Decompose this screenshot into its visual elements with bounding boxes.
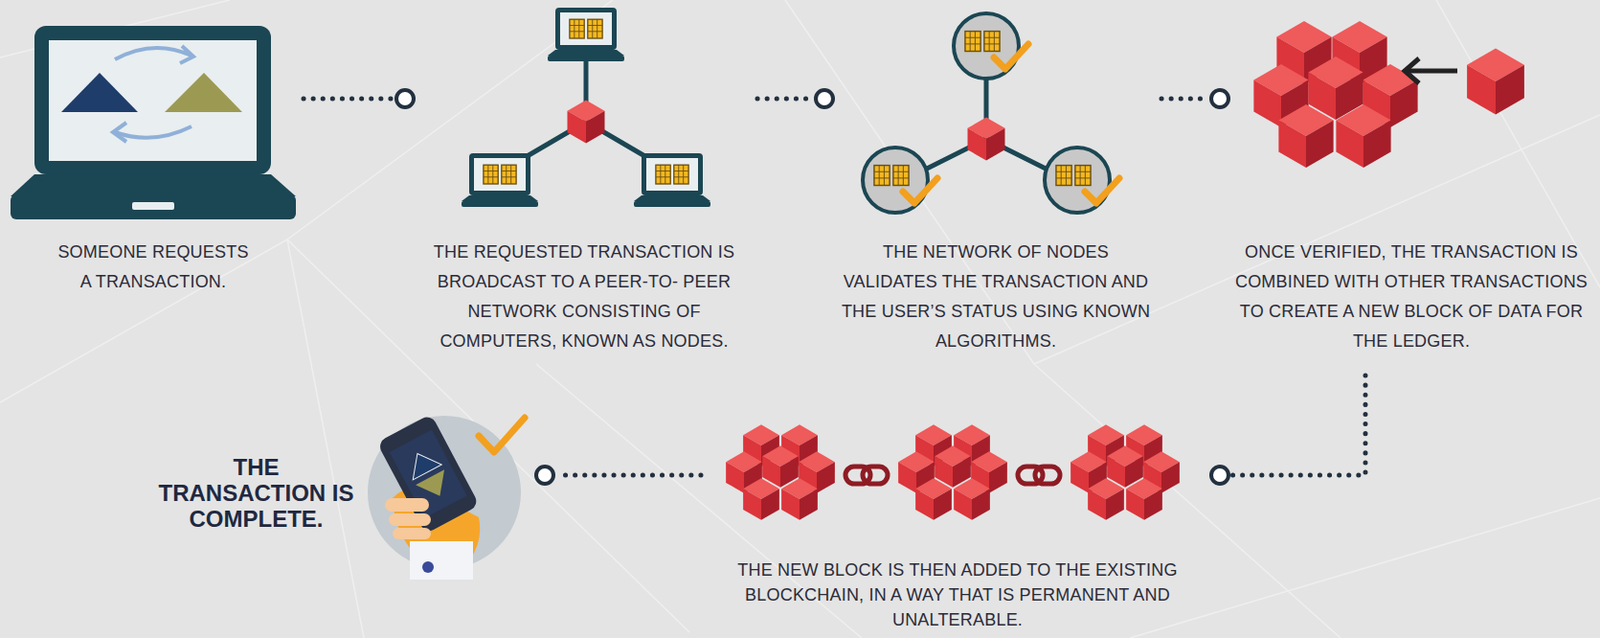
dotted-connector (536, 466, 701, 484)
dotted-line (1232, 375, 1366, 475)
step-caption: THE NEW BLOCK IS THEN ADDED TO THE EXIST… (732, 557, 1183, 632)
end-circle (1211, 466, 1229, 484)
end-circle (1211, 90, 1229, 108)
dotted-connector (303, 90, 414, 108)
step-node: SOMEONE REQUESTS A TRANSACTION. (10, 19, 296, 301)
dotted-line (303, 96, 393, 102)
blockchain (725, 424, 1180, 520)
step-node: THE NEW BLOCK IS THEN ADDED TO THE EXIST… (708, 411, 1207, 636)
dotted-connector (757, 90, 834, 108)
step-caption: THE REQUESTED TRANSACTION IS BROADCAST T… (424, 237, 745, 357)
step-node: THE TRANSACTION IS COMPLETE. (153, 418, 532, 567)
laptop-icon (10, 25, 296, 220)
end-circle (815, 90, 834, 108)
step-caption: ONCE VERIFIED, THE TRANSACTION IS COMBIN… (1233, 237, 1590, 357)
dotted-line (1161, 96, 1208, 102)
step-node: ONCE VERIFIED, THE TRANSACTION IS COMBIN… (1233, 9, 1590, 361)
step-caption: THE NETWORK OF NODES VALIDATES THE TRANS… (837, 237, 1154, 357)
step-node: THE NETWORK OF NODES VALIDATES THE TRANS… (837, 9, 1154, 361)
dotted-connector (1211, 375, 1366, 484)
phone-complete-icon (367, 413, 525, 580)
validation-network (862, 13, 1120, 213)
dotted-line (757, 96, 812, 102)
end-circle (536, 466, 554, 484)
broadcast-network (461, 7, 711, 207)
step-caption: SOMEONE REQUESTS A TRANSACTION. (52, 237, 254, 297)
step-node: THE REQUESTED TRANSACTION IS BROADCAST T… (418, 9, 750, 361)
new-block-cluster (1253, 21, 1525, 168)
end-circle (396, 90, 414, 108)
dotted-connector (1161, 90, 1229, 108)
dotted-line (557, 473, 701, 478)
completion-text: THE TRANSACTION IS COMPLETE. (153, 453, 360, 532)
